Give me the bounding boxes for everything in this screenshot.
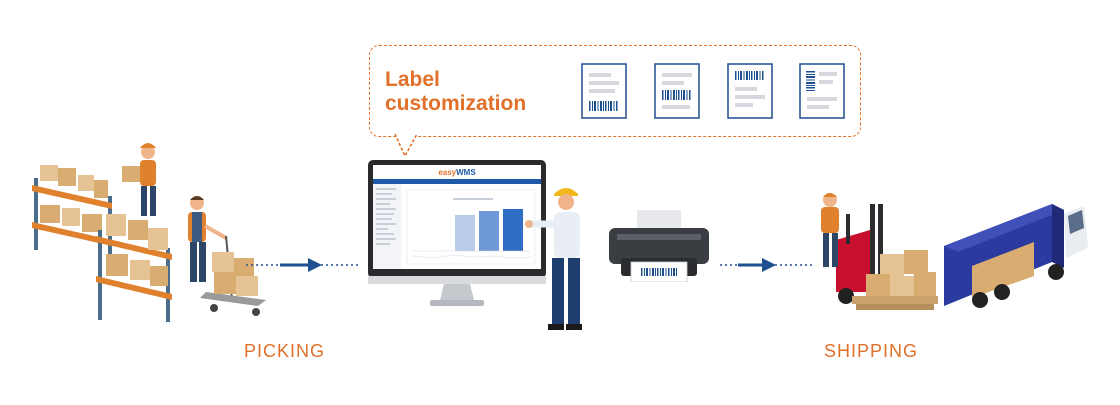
shelving-unit-front: [96, 214, 172, 322]
monitor-stand: [368, 276, 546, 306]
dashboard-chart-thumbnail: [373, 184, 536, 269]
picking-warehouse-illustration: [32, 143, 266, 322]
worker-carrying-box: [122, 143, 156, 216]
callout-pointer: [394, 134, 418, 158]
forklift-with-driver: [821, 193, 938, 310]
wms-dashboard-screen: easyWMS: [373, 165, 541, 269]
monitor-screen: easyWMS: [368, 160, 546, 278]
label-template-4: [799, 63, 845, 119]
worker-with-trolley: [188, 196, 266, 316]
callout-title: Label customization: [385, 68, 527, 115]
shipping-illustration: [821, 193, 1088, 310]
label-template-1: [581, 63, 627, 119]
stage-label-shipping: SHIPPING: [824, 341, 919, 361]
operator-illustration: [525, 188, 582, 330]
easywms-logo: easyWMS: [438, 168, 476, 177]
printed-label-barcode: [641, 268, 677, 276]
label-template-3: [727, 63, 773, 119]
label-template-2: [654, 63, 700, 119]
delivery-truck: [944, 204, 1088, 308]
label-printer-illustration: [609, 210, 709, 282]
wms-monitor: easyWMS: [368, 160, 546, 310]
stage-label-picking: PICKING: [244, 341, 326, 361]
app-header-bar: [373, 179, 541, 184]
